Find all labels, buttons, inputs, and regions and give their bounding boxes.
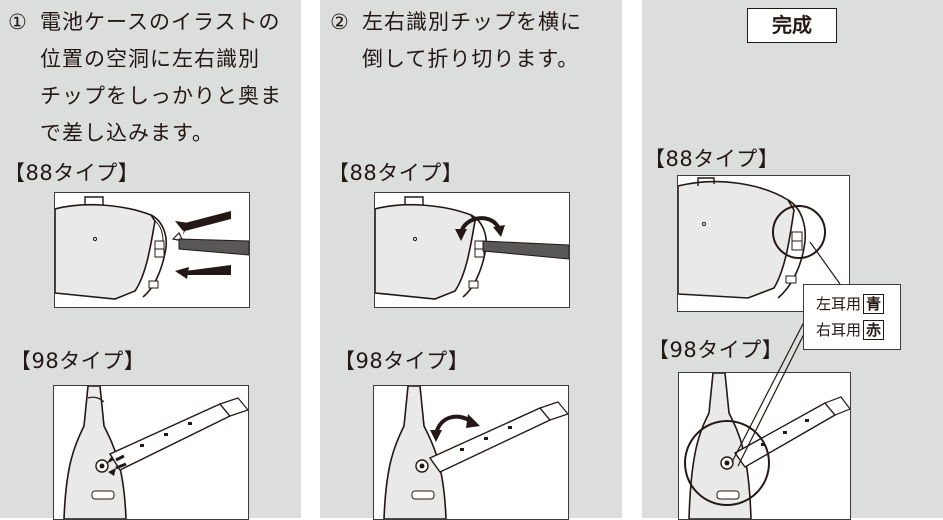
- left-ear-row: 左耳用青: [816, 293, 885, 315]
- left-ear-label: 左耳用: [816, 295, 862, 313]
- ear-color-callout: 左耳用青 右耳用赤: [803, 284, 901, 350]
- label-88-type: 【88タイプ】: [4, 161, 140, 185]
- label-98-type: 【98タイプ】: [10, 349, 146, 373]
- step-number: ①: [8, 10, 28, 34]
- step-text: 電池ケースのイラストの 位置の空洞に左右識別 チップをしっかりと奥ま で差し込み…: [40, 10, 282, 145]
- complete-badge: 完成: [747, 8, 837, 43]
- step-2-panel: ② 左右識別チップを横に 倒して折り切ります。 【88タイプ】 【98タイプ】: [320, 0, 622, 520]
- label-98-type: 【98タイプ】: [334, 349, 470, 373]
- step-1-panel: ① 電池ケースのイラストの 位置の空洞に左右識別 チップをしっかりと奥ま で差し…: [0, 0, 301, 520]
- label-88-type: 【88タイプ】: [644, 147, 780, 171]
- step-number: ②: [330, 10, 350, 34]
- complete-panel: 完成 【88タイプ】 【98タイプ】: [642, 0, 943, 520]
- right-ear-label: 右耳用: [816, 321, 862, 339]
- left-ear-color: 青: [863, 294, 885, 314]
- label-98-type: 【98タイプ】: [648, 338, 784, 362]
- illustration-98-break: [373, 385, 569, 520]
- illustration-88-complete: [677, 175, 850, 312]
- illustration-98-insert: [53, 385, 249, 520]
- step-text: 左右識別チップを横に 倒して折り切ります。: [362, 10, 582, 71]
- right-ear-color: 赤: [863, 320, 885, 340]
- illustration-98-complete: [678, 372, 851, 520]
- illustration-88-insert: [54, 192, 250, 308]
- right-ear-row: 右耳用赤: [816, 319, 885, 341]
- label-88-type: 【88タイプ】: [328, 161, 464, 185]
- illustration-88-break: [374, 192, 570, 308]
